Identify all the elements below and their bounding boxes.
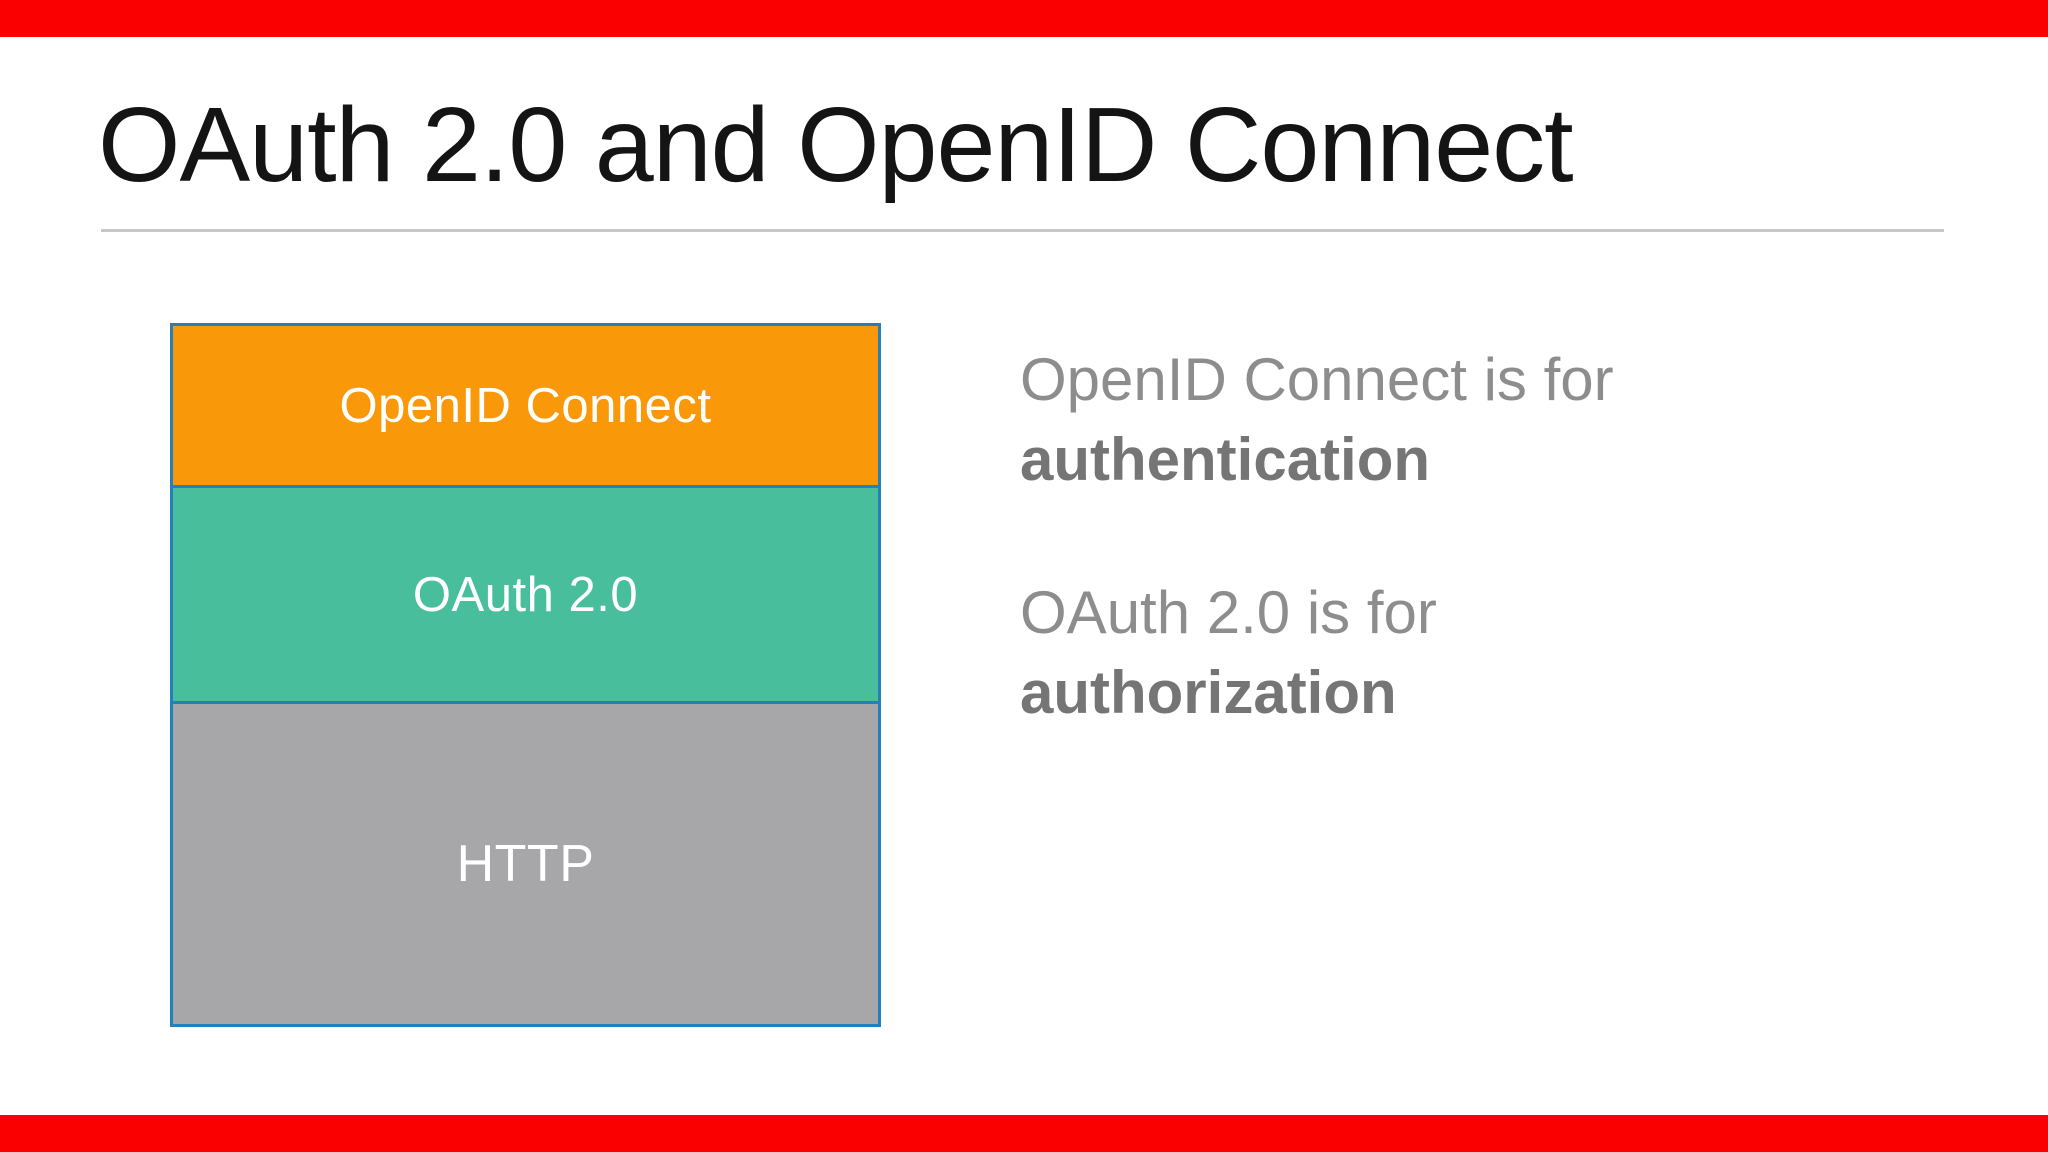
- protocol-stack-diagram: OpenID Connect OAuth 2.0 HTTP: [170, 323, 881, 1027]
- stack-layer-label-openid-connect: OpenID Connect: [339, 378, 712, 433]
- annotation-authorization-emphasis: authorization: [1020, 659, 1397, 726]
- annotation-authorization: OAuth 2.0 is for authorization: [1020, 573, 1920, 733]
- annotation-authorization-lead: OAuth 2.0 is for: [1020, 579, 1437, 646]
- annotation-authentication-emphasis: authentication: [1020, 426, 1431, 493]
- stack-layer-label-oauth2: OAuth 2.0: [412, 567, 639, 622]
- bottom-letterbox-bar: [0, 1115, 2048, 1152]
- stack-layer-oauth2: OAuth 2.0: [173, 485, 878, 701]
- stack-layer-label-http: HTTP: [456, 835, 595, 893]
- stack-layer-http: HTTP: [173, 701, 878, 1024]
- stack-layer-openid-connect: OpenID Connect: [173, 326, 878, 485]
- title-divider: [101, 229, 1944, 232]
- top-letterbox-bar: [0, 0, 2048, 37]
- annotation-column: OpenID Connect is for authentication OAu…: [1020, 340, 1920, 733]
- annotation-authentication: OpenID Connect is for authentication: [1020, 340, 1920, 500]
- annotation-authentication-lead: OpenID Connect is for: [1020, 346, 1614, 413]
- slide-title: OAuth 2.0 and OpenID Connect: [98, 86, 1574, 204]
